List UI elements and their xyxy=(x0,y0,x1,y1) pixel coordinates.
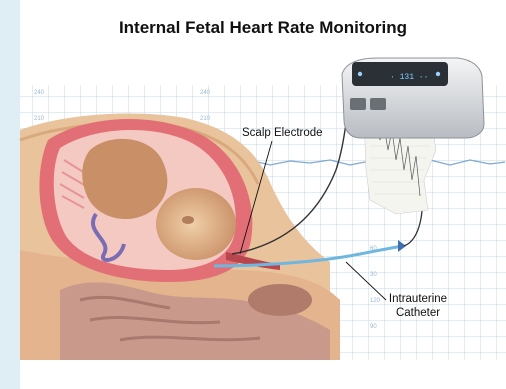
tick-label: 30 xyxy=(370,272,377,278)
scalp-electrode-label: Scalp Electrode xyxy=(242,126,323,140)
intrauterine-catheter-label: Intrauterine Catheter xyxy=(378,292,458,320)
bladder xyxy=(248,284,312,316)
monitor-port xyxy=(350,98,366,110)
monitor-port xyxy=(370,98,386,110)
tick-label: 90 xyxy=(370,324,377,330)
monitor-display: · 131 ·· xyxy=(390,73,428,82)
tick-label: 60 xyxy=(370,246,377,252)
figure-title: Internal Fetal Heart Rate Monitoring xyxy=(20,18,506,38)
tick-label: 210 xyxy=(34,116,45,122)
fetal-head xyxy=(156,188,236,260)
tick-label: 240 xyxy=(34,90,45,96)
intrauterine-catheter-label-line2: Catheter xyxy=(378,306,458,320)
tick-label: 240 xyxy=(200,90,211,96)
fetal-body xyxy=(82,139,167,219)
tick-label: 210 xyxy=(200,116,211,122)
intrauterine-catheter-label-line1: Intrauterine xyxy=(378,292,458,306)
